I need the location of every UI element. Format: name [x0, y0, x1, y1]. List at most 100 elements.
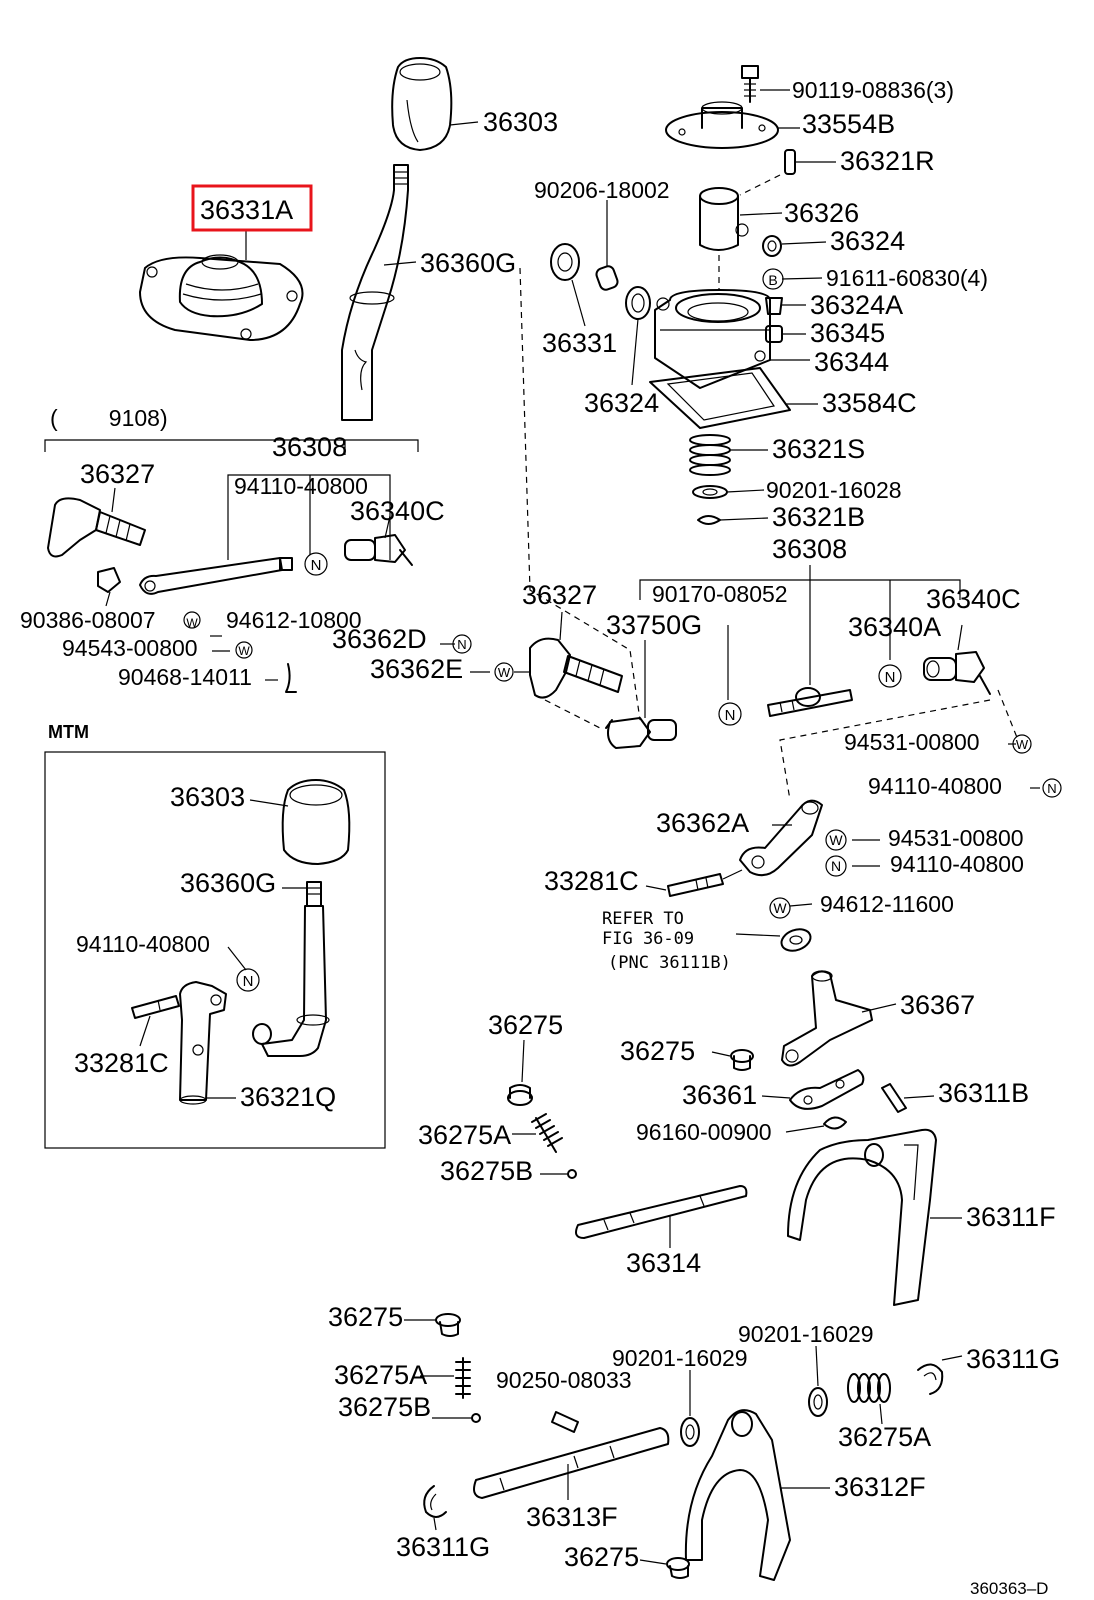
- label-36327-left: 36327: [80, 459, 155, 489]
- label-91611: 91611-60830(4): [826, 265, 988, 291]
- label-33584C: 33584C: [822, 388, 917, 418]
- marker-b-91611: B: [762, 268, 784, 290]
- leader-36275-d: [639, 1559, 667, 1565]
- label-36275-a: 36275: [488, 1010, 563, 1040]
- lever-36327-mid[interactable]: [529, 637, 623, 699]
- label-36314: 36314: [626, 1248, 701, 1278]
- ball-36275B-b[interactable]: [471, 1413, 481, 1423]
- label-36331: 36331: [542, 328, 617, 358]
- shaft-36314[interactable]: [575, 1185, 748, 1239]
- label-36326: 36326: [784, 198, 859, 228]
- clip-36321B[interactable]: [697, 515, 721, 525]
- label-36275-c: 36275: [328, 1302, 403, 1332]
- lever-36362A[interactable]: [739, 799, 823, 877]
- clip-90468-14011[interactable]: [285, 663, 297, 693]
- label-94531-b: 94531-00800: [888, 825, 1024, 851]
- leader-36326: [739, 212, 783, 216]
- rod-36308-right[interactable]: [767, 687, 853, 717]
- shift-lever-36360G[interactable]: [341, 164, 409, 421]
- leader-36275-a: [521, 1039, 525, 1083]
- pin-90250-08033[interactable]: [551, 1411, 579, 1433]
- seat-36326[interactable]: [699, 187, 749, 251]
- lever-36321Q[interactable]: [179, 981, 227, 1105]
- cap-36275-a[interactable]: [507, 1084, 533, 1106]
- label-36360G-mtm: 36360G: [180, 868, 276, 898]
- lever-36367[interactable]: [781, 970, 873, 1067]
- seal-36331[interactable]: [550, 243, 580, 281]
- cap-36275-d[interactable]: [666, 1557, 690, 1579]
- label-36311F: 36311F: [966, 1202, 1056, 1232]
- leader-refer: [735, 933, 781, 937]
- leader-36327-mid: [559, 611, 563, 641]
- label-36367: 36367: [900, 990, 975, 1020]
- shaft-36313F[interactable]: [473, 1427, 670, 1499]
- leader-94110-mtm: [227, 946, 247, 971]
- pin-36311B[interactable]: [881, 1083, 907, 1113]
- shift-lever-36360G-mtm[interactable]: [252, 881, 330, 1057]
- label-36327-mid: 36327: [522, 580, 597, 610]
- highlight-box-36331A: [191, 184, 313, 232]
- cap-36275-b[interactable]: [730, 1049, 754, 1071]
- leader-36361: [761, 1095, 791, 1099]
- spring-36321S[interactable]: [689, 434, 731, 476]
- interlock-36361[interactable]: [789, 1069, 865, 1110]
- bushing-36345[interactable]: [765, 325, 783, 343]
- shift-knob-36303[interactable]: [391, 57, 453, 151]
- washer-90201-16029-a[interactable]: [680, 1417, 700, 1447]
- washer-36324-a[interactable]: [762, 235, 782, 257]
- svg-text:N: N: [725, 707, 736, 724]
- pin-33281C-mtm[interactable]: [131, 995, 180, 1019]
- gasket-33584C[interactable]: [649, 367, 791, 429]
- spring-36275A-a[interactable]: [531, 1113, 563, 1153]
- label-90206: 90206-18002: [534, 177, 670, 203]
- leader-36303-top: [449, 121, 479, 126]
- svg-text:B: B: [768, 272, 777, 288]
- spring-36275A-b[interactable]: [455, 1357, 471, 1399]
- leader-36324-a: [781, 241, 827, 245]
- label-36308-left: 36308: [272, 432, 347, 462]
- label-36321B: 36321B: [772, 502, 865, 532]
- label-94531-a: 94531-00800: [844, 729, 980, 755]
- label-36331A: 36331A: [200, 195, 293, 225]
- rod-36308-left[interactable]: [139, 557, 293, 595]
- washer-90201-16028[interactable]: [692, 485, 728, 499]
- spring-36275A-c[interactable]: [847, 1373, 891, 1403]
- leader-33281C-pin: [722, 869, 743, 880]
- marker-n-94110-mtm: N: [236, 968, 260, 992]
- svg-text:W: W: [238, 644, 250, 658]
- fork-36311F[interactable]: [787, 1128, 937, 1306]
- refer-note-line1: REFER TO: [602, 909, 684, 929]
- housing-36344[interactable]: [654, 289, 771, 389]
- leader-94612-11600: [789, 903, 813, 907]
- leader-33281C-mtm: [139, 1015, 151, 1047]
- bolt-36324A[interactable]: [765, 297, 783, 315]
- assembly-line-36321R: [739, 174, 781, 196]
- cap-36275-c[interactable]: [435, 1313, 461, 1337]
- label-36275-d: 36275: [564, 1542, 639, 1572]
- washer-36324-b[interactable]: [625, 286, 651, 320]
- leader-36324-b: [631, 318, 639, 386]
- label-96160: 96160-00900: [636, 1119, 772, 1145]
- label-36362E: 36362E: [370, 654, 463, 684]
- fork-36312F[interactable]: [684, 1409, 791, 1581]
- washer-90201-16029-b[interactable]: [808, 1387, 828, 1417]
- joint-33750G[interactable]: [605, 717, 677, 749]
- shift-knob-36303-mtm[interactable]: [281, 779, 351, 865]
- joint-36340C-right[interactable]: [923, 651, 991, 695]
- joint-36340C-left[interactable]: [344, 534, 413, 566]
- boot-36331A[interactable]: [139, 254, 304, 341]
- washer-90206-18002[interactable]: [595, 265, 619, 292]
- bolt-90119-08836[interactable]: [741, 65, 759, 103]
- ring-36311G-left[interactable]: [423, 1485, 447, 1518]
- ball-36275B-a[interactable]: [567, 1169, 577, 1179]
- lever-36327-left[interactable]: [47, 497, 146, 558]
- ring-36311G-right[interactable]: [917, 1363, 944, 1395]
- pin-36321R[interactable]: [784, 149, 796, 175]
- retainer-33554B[interactable]: [665, 101, 779, 149]
- bushing-94612-11600[interactable]: [778, 925, 813, 954]
- clip-96160-00900[interactable]: [823, 1116, 847, 1130]
- pin-33281C-right[interactable]: [667, 873, 724, 897]
- nut-90386-08007[interactable]: [97, 567, 121, 593]
- label-36340C-right: 36340C: [926, 584, 1021, 614]
- assembly-line-center: [519, 267, 641, 721]
